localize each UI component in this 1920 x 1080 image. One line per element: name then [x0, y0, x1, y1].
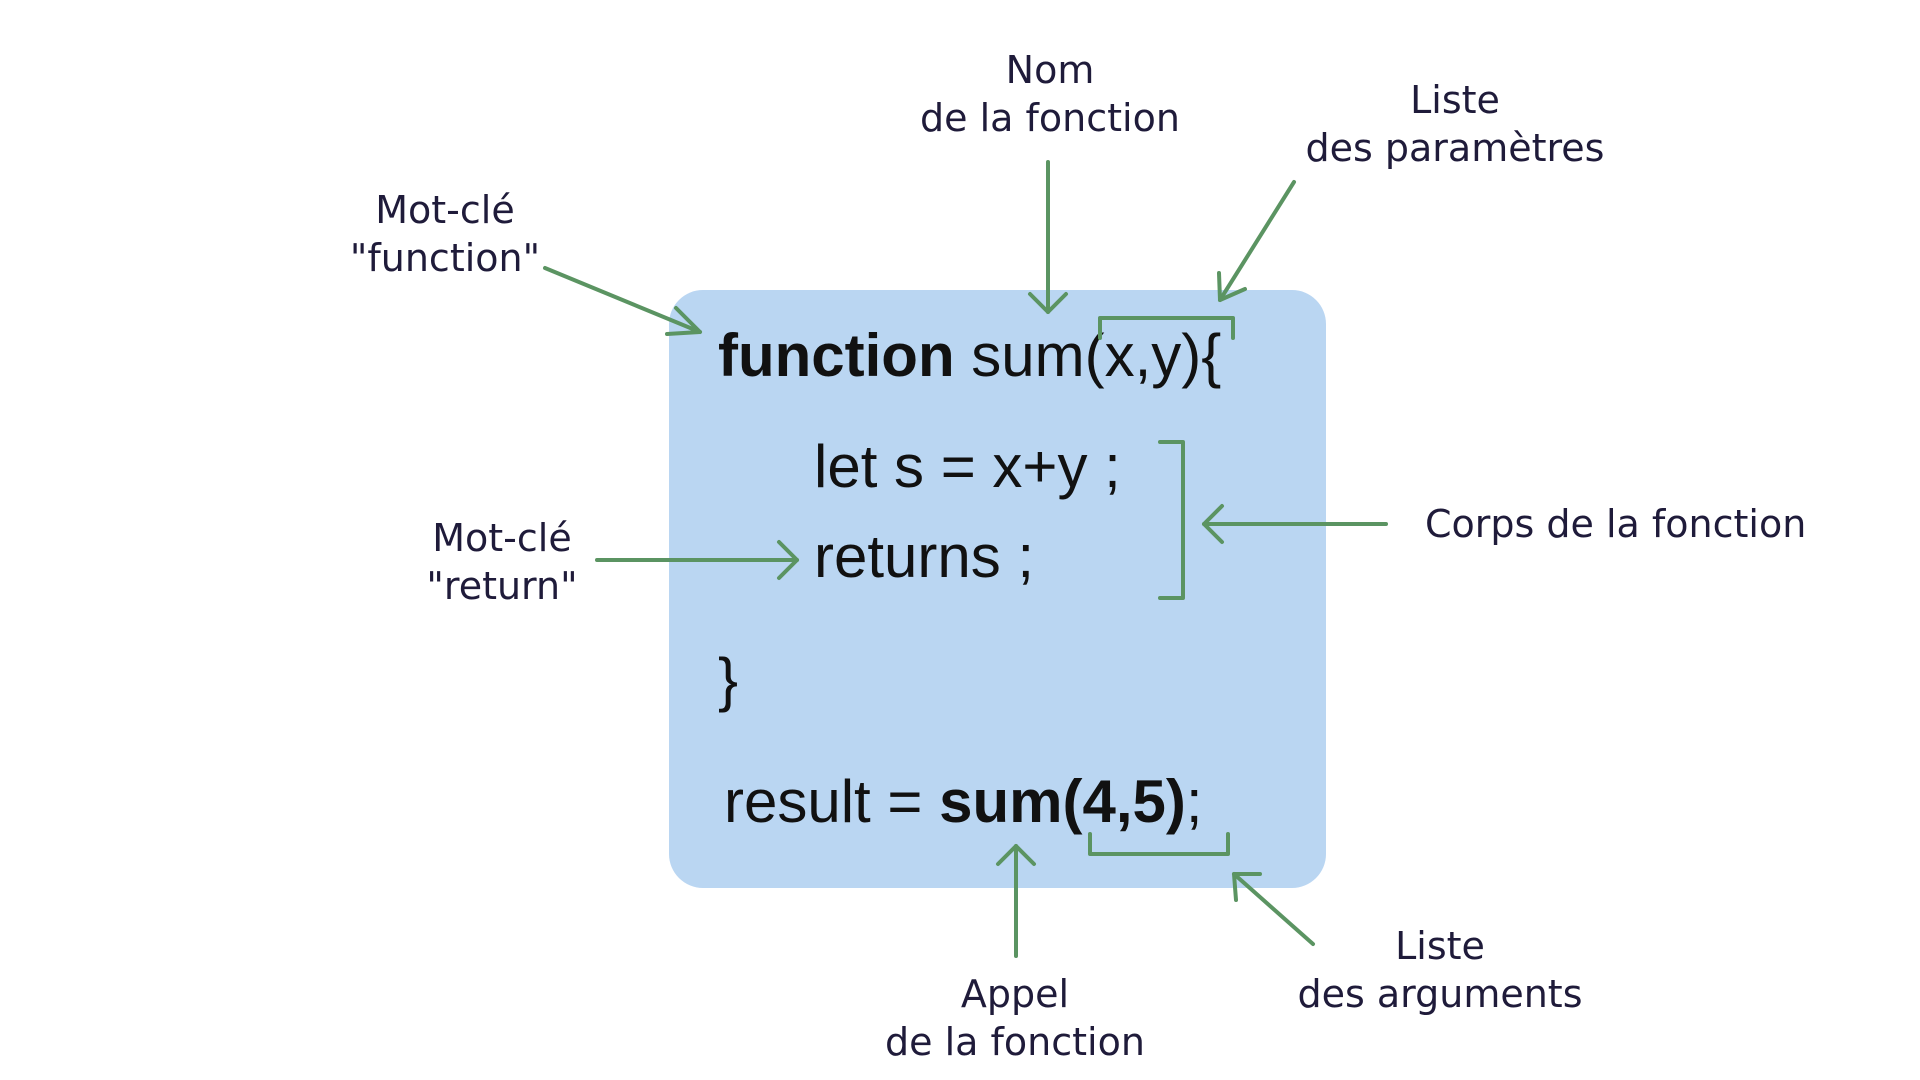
parameter-list: (x,y): [1084, 322, 1202, 389]
label-function-body: Corps de la fonction: [1425, 500, 1806, 548]
code-line-let: let s = x+y ;: [814, 433, 1121, 500]
code-line-function-declaration: function sum(x,y){: [718, 326, 1221, 386]
label-line: Nom: [1005, 48, 1095, 92]
label-keyword-return: Mot-clé "return": [412, 514, 592, 610]
label-line: de la fonction: [885, 1020, 1145, 1064]
open-brace: {: [1201, 322, 1222, 389]
function-name: sum: [954, 322, 1085, 389]
label-function-name: Nom de la fonction: [910, 46, 1190, 142]
label-argument-list: Liste des arguments: [1280, 922, 1600, 1018]
label-line: de la fonction: [920, 96, 1180, 140]
label-line: Mot-clé: [375, 188, 515, 232]
label-line: des arguments: [1297, 972, 1583, 1016]
arrow-parameter-list: [1218, 180, 1296, 302]
label-line: Liste: [1395, 924, 1485, 968]
label-line: Appel: [960, 972, 1070, 1016]
result-assignment: result =: [724, 768, 940, 835]
label-line: "function": [349, 236, 541, 280]
code-line-function-call: result = sum(4,5);: [724, 772, 1203, 832]
label-line: Liste: [1410, 78, 1500, 122]
function-call-expression: sum(4,5): [939, 768, 1186, 835]
label-function-call: Appel de la fonction: [870, 970, 1160, 1066]
label-line: "return": [426, 564, 578, 608]
code-line-return: returns ;: [814, 523, 1035, 590]
label-line: Mot-clé: [432, 516, 572, 560]
code-line-close-brace: }: [718, 646, 739, 713]
label-parameter-list: Liste des paramètres: [1290, 76, 1620, 172]
semicolon: ;: [1185, 768, 1203, 835]
label-keyword-function: Mot-clé "function": [345, 186, 545, 282]
code-block: [669, 290, 1326, 888]
label-line: des paramètres: [1305, 126, 1605, 170]
label-line: Corps de la fonction: [1425, 502, 1807, 546]
function-keyword: function: [718, 322, 955, 389]
